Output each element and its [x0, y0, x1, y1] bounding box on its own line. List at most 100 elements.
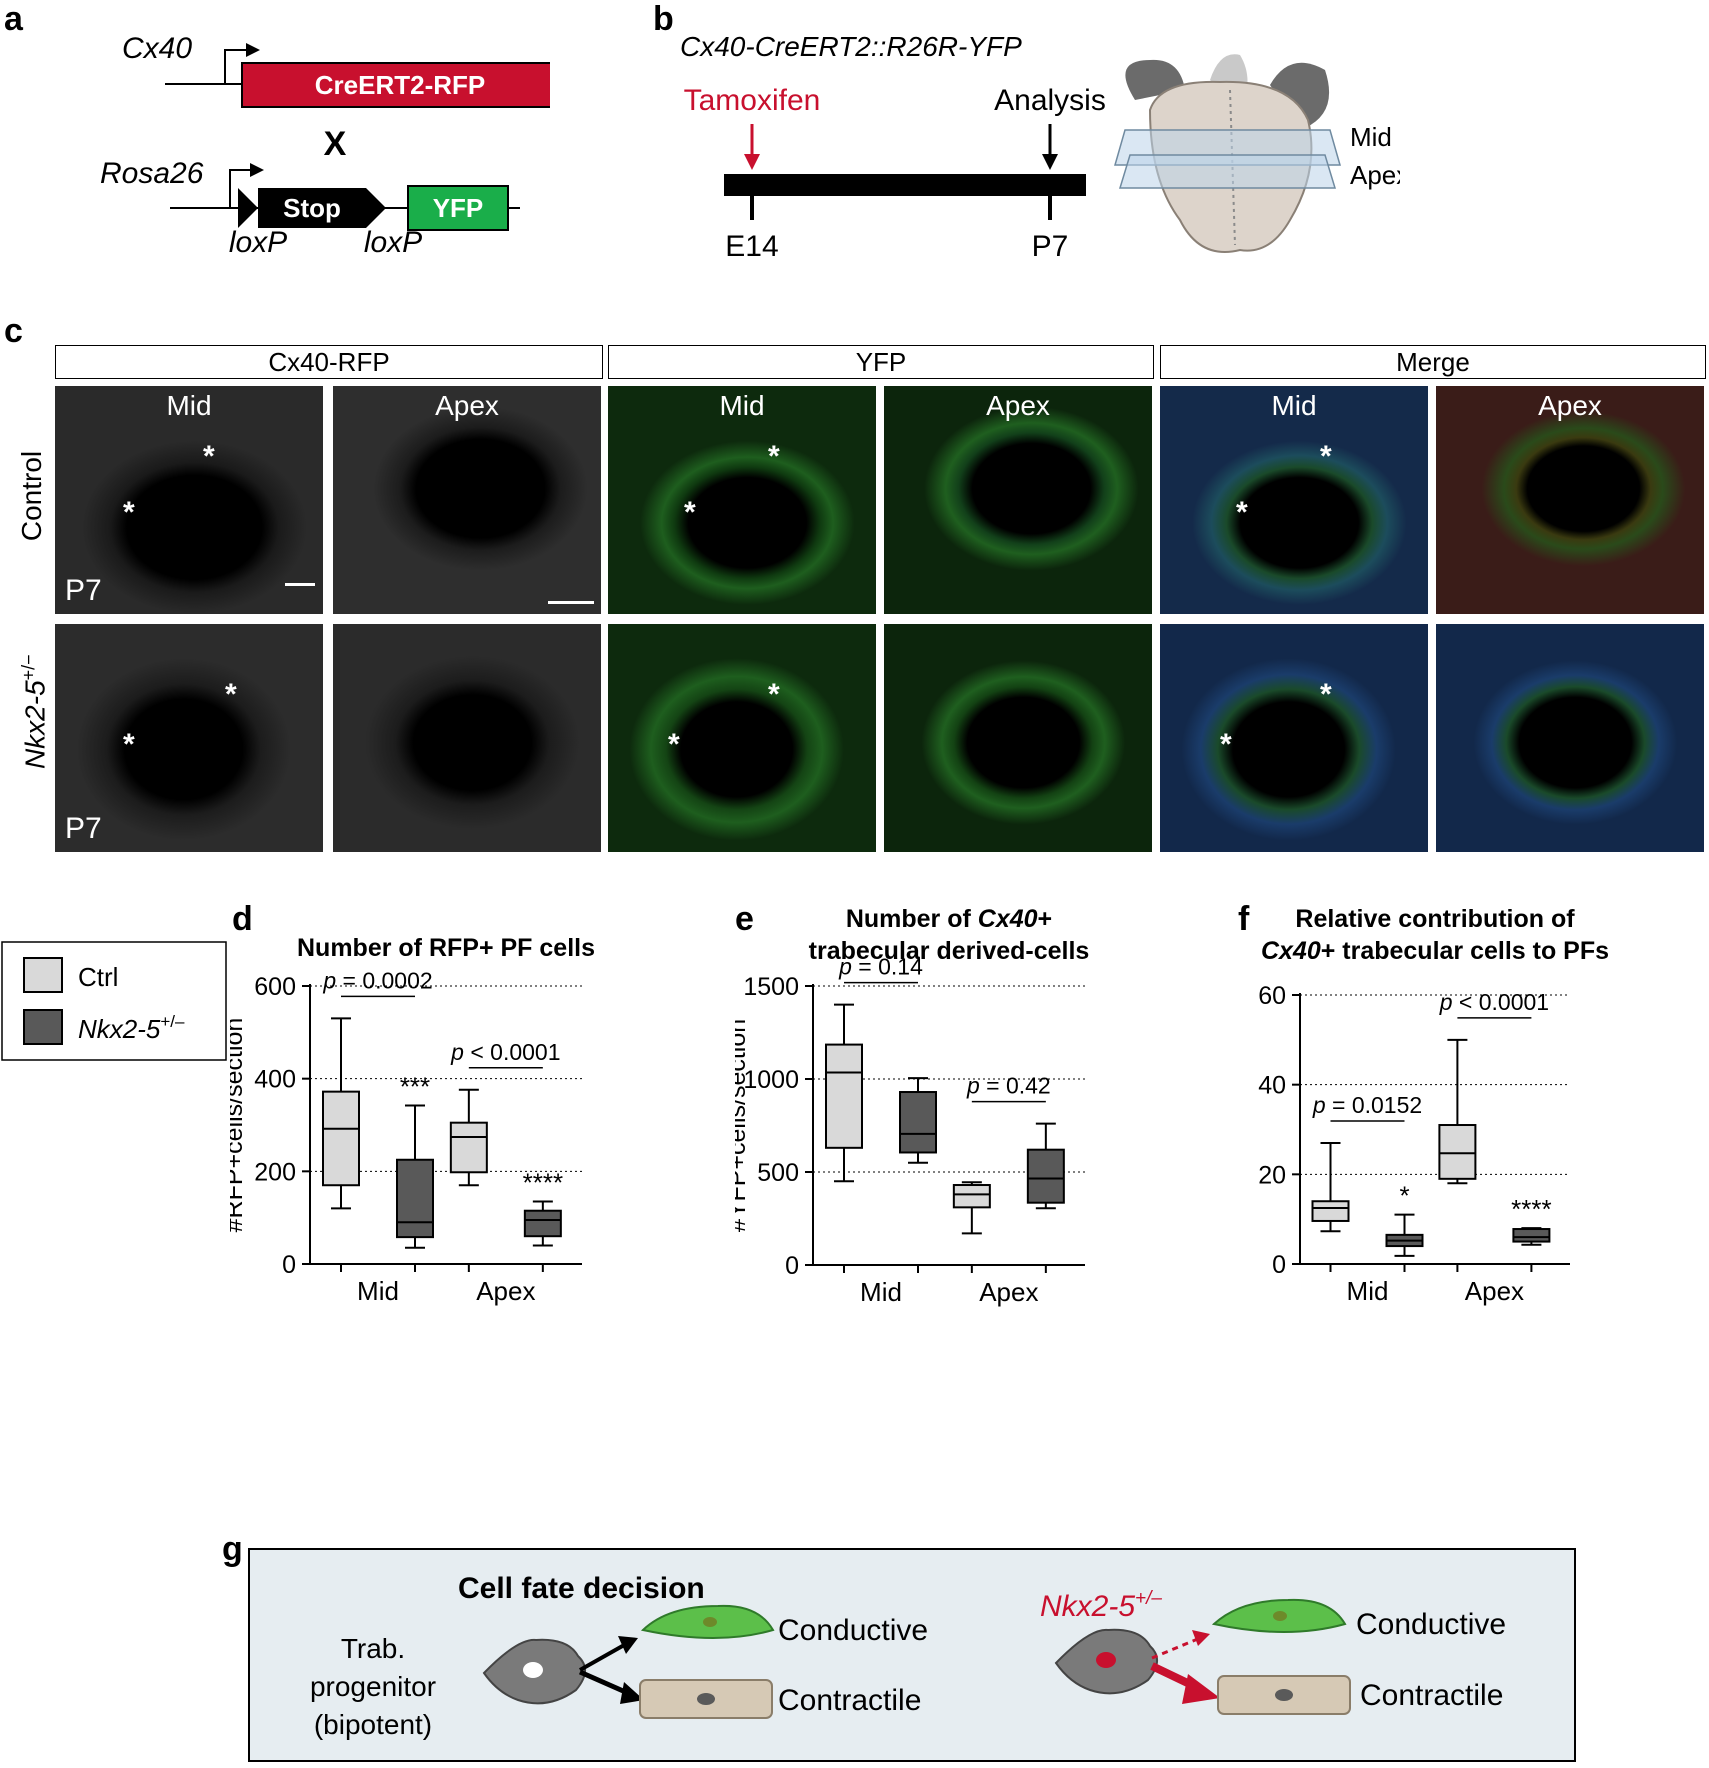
- chart-title-segment: trabecular derived-cells: [809, 937, 1090, 965]
- image-rfp-mid-nkx: * * P7: [55, 624, 323, 852]
- asterisk: *: [1220, 728, 1232, 761]
- y-axis-label: #YFP+cells/section: [735, 1019, 751, 1232]
- p-value-rest: = 0.0152: [1326, 1092, 1423, 1118]
- chart-f: Relative contribution of Cx40+ trabecular…: [1258, 905, 1609, 1306]
- timeline-title: Cx40-CreERT2::R26R-YFP: [680, 31, 1022, 62]
- y-tick-label: 1500: [743, 973, 799, 1001]
- start-stage-label: E14: [725, 230, 778, 263]
- y-tick-label: 200: [254, 1158, 296, 1186]
- progenitor-nucleus: [523, 1662, 543, 1678]
- chart-title-line: Number of RFP+ PF cells: [297, 934, 595, 962]
- scale-bar: [285, 583, 315, 586]
- col-label: Apex: [986, 390, 1050, 421]
- row-label-nkx2-5-sup: +/−: [18, 654, 39, 681]
- chart-title-segment: Relative contribution of: [1295, 905, 1575, 933]
- image-yfp-mid-control: Mid * *: [608, 386, 876, 614]
- conductive-nucleus: [703, 1617, 717, 1627]
- p-value-p: p: [1439, 989, 1453, 1015]
- image-merge-apex-control: Apex: [1436, 386, 1704, 614]
- chart-title-line: Relative contribution of: [1295, 905, 1575, 933]
- col-label: Apex: [1538, 390, 1602, 421]
- p-value-label: p = 0.42: [966, 1073, 1051, 1099]
- image-yfp-apex-control: Apex: [884, 386, 1152, 614]
- image-rfp-mid-control: Mid * * P7: [55, 386, 323, 614]
- tamoxifen-label: Tamoxifen: [684, 84, 821, 117]
- x-category-label: Mid: [357, 1276, 399, 1306]
- box: [396, 1158, 434, 1239]
- col-label: Mid: [719, 390, 765, 421]
- rosa26-gene-label: Rosa26: [100, 157, 204, 190]
- cell-fate-title: Cell fate decision: [458, 1572, 705, 1605]
- mid-plane-label: Mid: [1350, 122, 1392, 152]
- legend-label-ctrl: Ctrl: [78, 962, 118, 992]
- p-value-label: p = 0.14: [838, 954, 923, 980]
- image-merge-apex-nkx: [1436, 624, 1704, 852]
- asterisk: *: [1320, 440, 1332, 473]
- loxp-label-2: loxP: [364, 226, 422, 259]
- contractile-nucleus-mutant: [1275, 1689, 1293, 1701]
- x-category-label: Mid: [1347, 1276, 1389, 1306]
- box: [952, 1184, 991, 1209]
- analysis-label: Analysis: [994, 84, 1106, 117]
- end-stage-label: P7: [1032, 230, 1069, 263]
- progenitor-label-2: progenitor: [310, 1671, 436, 1702]
- conductive-label: Conductive: [778, 1614, 928, 1647]
- scale-bar: [548, 601, 594, 604]
- x-category-label: Apex: [1465, 1276, 1524, 1306]
- yfp-label: YFP: [433, 193, 484, 223]
- box: [1512, 1228, 1551, 1243]
- y-tick-label: 0: [282, 1251, 296, 1279]
- panel-letter-a: a: [4, 0, 23, 38]
- panel-g-background: [248, 1548, 1576, 1762]
- asterisk: *: [1236, 496, 1248, 529]
- cre-ert2-rfp-label: CreERT2-RFP: [315, 70, 485, 100]
- yfp-box: [407, 185, 509, 231]
- significance-stars: ****: [1511, 1194, 1551, 1224]
- asterisk: *: [668, 728, 680, 761]
- y-tick-label: 40: [1258, 1072, 1286, 1100]
- y-tick-label: 60: [1258, 982, 1286, 1010]
- box: [1026, 1148, 1065, 1204]
- asterisk: *: [768, 440, 780, 473]
- panel-a-construct-diagram: Cx40 CreERT2-RFP X Rosa26 Stop YFP loxP …: [100, 32, 550, 259]
- p-value-p: p: [966, 1073, 980, 1099]
- p-value-label: p = 0.0152: [1312, 1092, 1422, 1118]
- chart-title-line: Cx40+ trabecular cells to PFs: [1261, 937, 1609, 965]
- mutant-label: Nkx2-5+/–: [1040, 1588, 1162, 1623]
- p-value-rest: = 0.42: [980, 1073, 1051, 1099]
- asterisk: *: [1320, 678, 1332, 711]
- x-category-label: Apex: [476, 1276, 535, 1306]
- group-header-yfp: YFP: [608, 345, 1154, 379]
- timeline-bar: [724, 174, 1086, 196]
- panel-letter-b: b: [653, 0, 674, 38]
- stop-label: Stop: [283, 193, 341, 223]
- legend: Ctrl Nkx2-5+/–: [1, 941, 227, 1061]
- chart-title-segment: +: [1038, 905, 1053, 933]
- p-value-p: p: [838, 954, 852, 980]
- y-tick-label: 500: [757, 1159, 799, 1187]
- p-value-rest: < 0.0001: [1453, 989, 1550, 1015]
- cre-ert2-rfp-box: [241, 62, 550, 108]
- box: [523, 1209, 562, 1238]
- mutant-nucleus: [1096, 1652, 1116, 1668]
- contractile-label: Contractile: [778, 1684, 921, 1717]
- col-label: Mid: [166, 390, 212, 421]
- row-label-nkx2-5-text: Nkx2-5: [19, 680, 51, 770]
- col-label: Mid: [1271, 390, 1317, 421]
- image-yfp-apex-nkx: [884, 624, 1152, 852]
- p-value-rest: = 0.0002: [336, 967, 433, 993]
- chart-title-line: trabecular derived-cells: [809, 937, 1090, 965]
- asterisk: *: [225, 678, 237, 711]
- significance-stars: ***: [400, 1072, 430, 1102]
- conductive-nucleus-mutant: [1273, 1611, 1287, 1621]
- heart-illustration: [1114, 54, 1341, 253]
- p-value-label: p < 0.0001: [1439, 989, 1549, 1015]
- p-value-rest: = 0.14: [852, 954, 923, 980]
- image-merge-mid-control: Mid * *: [1160, 386, 1428, 614]
- stop-box: [258, 188, 366, 228]
- y-tick-label: 0: [785, 1252, 799, 1280]
- conductive-label-mutant: Conductive: [1356, 1608, 1506, 1641]
- panel-b-timeline: Cx40-CreERT2::R26R-YFP Tamoxifen Analysi…: [680, 31, 1400, 263]
- panel-letter-f: f: [1238, 900, 1250, 938]
- asterisk: *: [684, 496, 696, 529]
